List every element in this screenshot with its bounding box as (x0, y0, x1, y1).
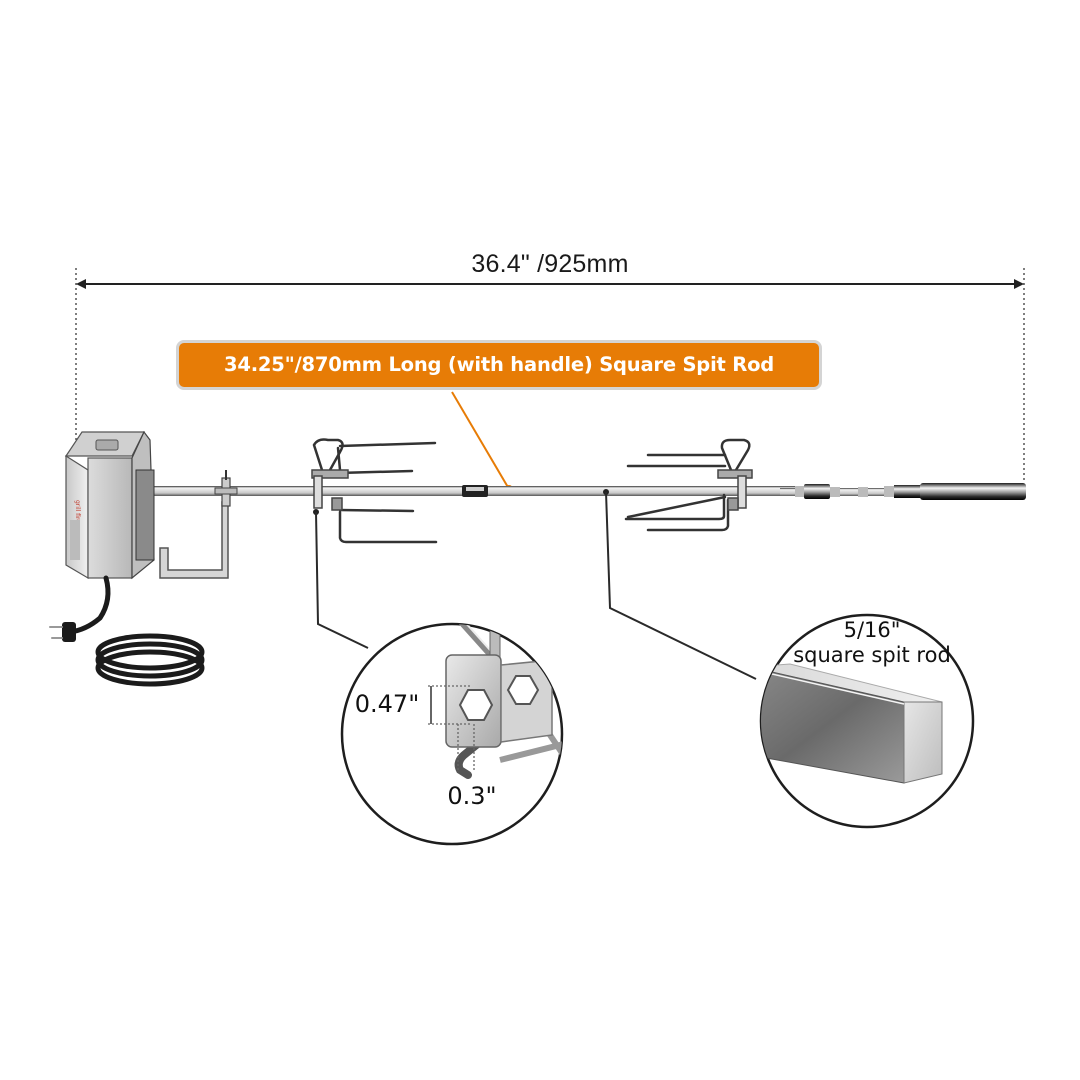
square-rod-detail-circle (759, 613, 975, 829)
square-spit-rod (140, 485, 820, 497)
svg-text:grill fire: grill fire (74, 500, 81, 523)
clamp-hex-height-label: 0.47" (354, 690, 420, 718)
overall-dimension-line (75, 268, 1025, 482)
leader-lines (315, 491, 757, 680)
rotisserie-motor: grill fire (64, 430, 155, 580)
overall-length-label: 36.4" /925mm (471, 250, 629, 278)
spit-rod-size-label: 5/16" (843, 618, 901, 642)
clamp-hex-width-label: 0.3" (447, 782, 497, 810)
motor-bracket (159, 470, 238, 579)
callout-pointer (451, 391, 513, 493)
fork-clamp-detail-circle (340, 622, 564, 846)
spit-rod-callout: 34.25"/870mm Long (with handle) Square S… (176, 340, 822, 390)
power-cord-with-plug (49, 575, 205, 687)
rod-handle (780, 483, 1026, 500)
left-meat-fork (311, 438, 438, 544)
spit-rod-type-label: square spit rod (793, 643, 951, 667)
right-meat-fork (624, 438, 753, 532)
